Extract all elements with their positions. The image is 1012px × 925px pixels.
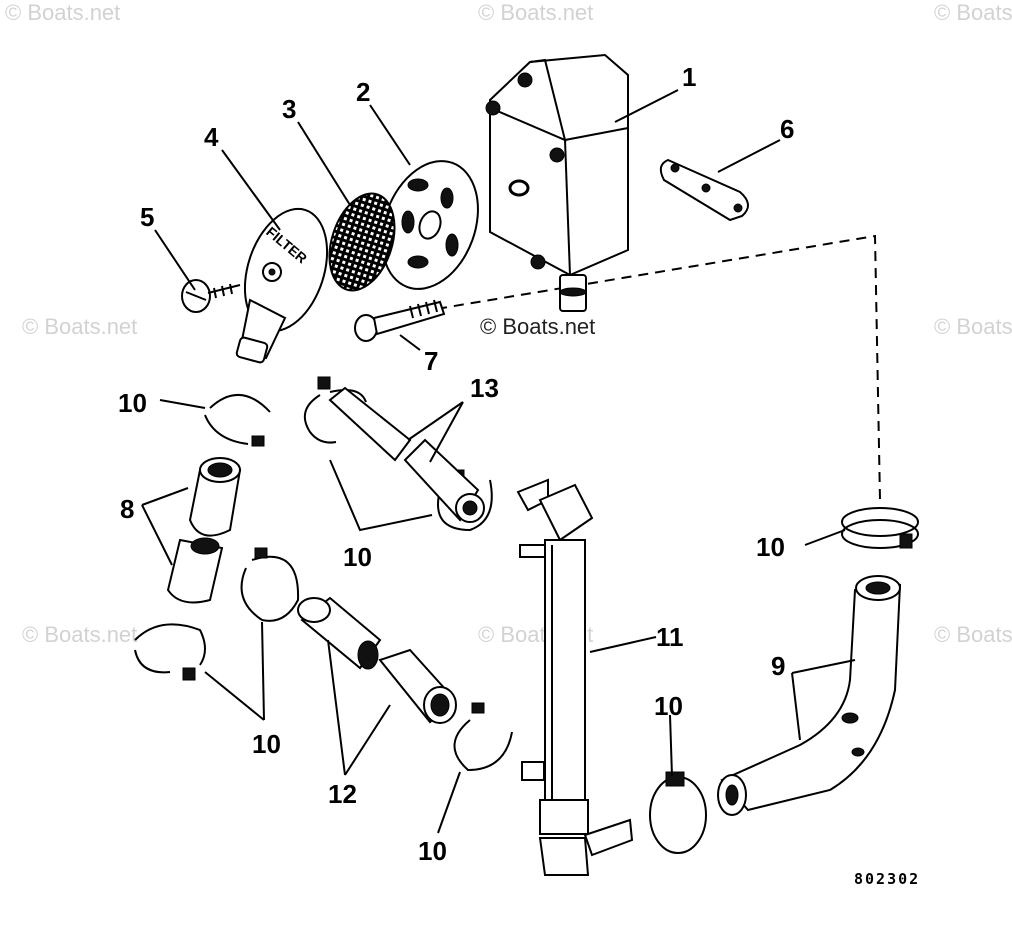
hose-twelve-lower	[378, 648, 457, 724]
callout-10-top-left: 10	[118, 388, 147, 418]
clamp-top-left	[204, 393, 271, 447]
hose-twelve-upper	[297, 596, 382, 670]
watermark-center: © Boats.net	[480, 314, 595, 339]
hose-short-lower	[166, 537, 224, 604]
callout-8: 8	[120, 494, 134, 524]
callout-7: 7	[424, 346, 438, 376]
watermark-top-center: © Boats.net	[478, 0, 593, 25]
clamp-low-right	[649, 771, 707, 854]
callout-10-bottom: 10	[418, 836, 447, 866]
callout-10-center: 10	[343, 542, 372, 572]
clamp-low-center	[453, 702, 513, 772]
callout-10-low-right: 10	[654, 691, 683, 721]
callout-13: 13	[470, 373, 499, 403]
callout-10-right: 10	[756, 532, 785, 562]
callout-5: 5	[140, 202, 154, 232]
formed-hose	[717, 575, 902, 816]
screw	[181, 279, 241, 313]
filter-screen	[328, 192, 396, 292]
filter-cover: FILTER	[235, 207, 329, 364]
bolt	[354, 299, 446, 342]
callout-4: 4	[204, 122, 219, 152]
watermark-mid-right: © Boats.net	[934, 314, 1012, 339]
leader-lines	[141, 89, 856, 834]
callout-9: 9	[771, 651, 785, 681]
clamp-low-left	[134, 623, 206, 681]
fuel-pump-body	[485, 53, 629, 312]
callout-11: 11	[656, 622, 684, 652]
callout-6: 6	[780, 114, 794, 144]
watermark-top-right: © Boats.net	[934, 0, 1012, 25]
watermark-low-right: © Boats.net	[934, 622, 1012, 647]
assembly-dashed-line	[369, 234, 881, 501]
hose-short-upper	[188, 457, 242, 537]
callout-10-low-left: 10	[252, 729, 281, 759]
watermark-mid-left: © Boats.net	[22, 314, 137, 339]
callout-2: 2	[356, 77, 370, 107]
clamp-mid-left	[240, 547, 300, 622]
gasket	[659, 158, 749, 222]
figure-number: 802302	[854, 870, 920, 888]
hose-thirteen-upper	[328, 386, 412, 462]
watermark-low-left: © Boats.net	[22, 622, 137, 647]
clamp-right	[841, 507, 919, 549]
callout-1: 1	[682, 62, 696, 92]
hose-thirteen-lower	[403, 438, 485, 523]
clamp-mid-center	[303, 376, 367, 444]
watermark-top-left: © Boats.net	[5, 0, 120, 25]
filter-plate	[381, 160, 479, 290]
callout-3: 3	[282, 94, 296, 124]
callout-12: 12	[328, 779, 357, 809]
fuel-manifold	[516, 478, 634, 876]
